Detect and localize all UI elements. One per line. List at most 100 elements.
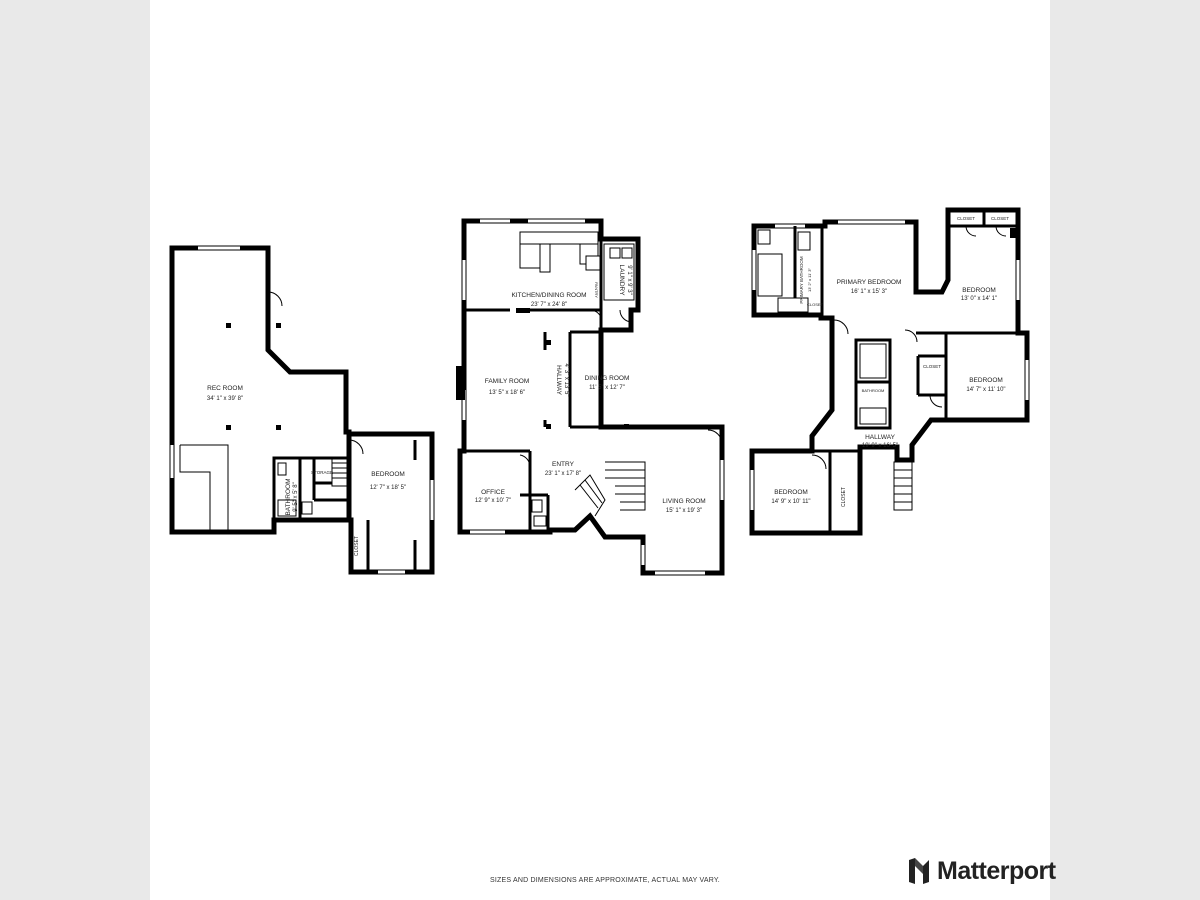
bath-walls [272, 456, 348, 520]
floor-plan-sheet [150, 0, 1050, 900]
rec-room-walls [169, 245, 352, 535]
room-label: KITCHEN/DINING ROOM [511, 292, 586, 299]
kitchen-island [519, 243, 541, 269]
column [624, 424, 629, 429]
built-in-counter [180, 444, 229, 530]
door-swing [904, 329, 918, 343]
room-label: PRIMARY BATHROOM [799, 256, 804, 304]
room-label: OFFICE [481, 489, 505, 496]
column [516, 308, 530, 313]
room-dimensions: 11' 5" x 12' 7" [589, 385, 625, 391]
room-dimensions: 13' 5" x 18' 6" [489, 390, 525, 396]
room-label: PRIMARY BEDROOM [837, 279, 902, 286]
stairs [574, 461, 646, 517]
room-label: CLOSET [354, 536, 360, 556]
washer [609, 247, 621, 259]
vanity [777, 297, 809, 313]
room-label: HALLWAY [865, 434, 896, 441]
door-swing [995, 225, 1007, 237]
room-label: LIVING ROOM [662, 498, 705, 505]
range [585, 255, 601, 271]
room-label: HALLWAY [555, 365, 562, 396]
door-swing [833, 319, 849, 335]
room-label: BATHROOM [285, 478, 292, 515]
sink [533, 515, 547, 527]
main-floor-outer-walls [457, 218, 725, 576]
room-dimensions: 14' 7" x 11' 10" [966, 387, 1005, 393]
column [226, 425, 231, 430]
room-dimensions: 14' 9" x 10' 11" [771, 499, 810, 505]
room-label: DINING ROOM [585, 375, 630, 382]
room-dimensions: 9' 5" x 5' 8" [293, 482, 299, 512]
kitchen-counter [539, 243, 551, 273]
shower [277, 499, 297, 517]
column [1010, 228, 1018, 238]
column [546, 424, 551, 429]
room-dimensions: 34' 1" x 39' 8" [207, 396, 243, 402]
stairs [893, 461, 913, 511]
door-swing [811, 454, 827, 470]
room-label: CLOSET [957, 216, 975, 221]
bathtub [859, 343, 887, 379]
built-in-counter [179, 445, 211, 530]
room-dimensions: 12' 7" x 18' 5" [370, 485, 406, 491]
room-label: CLOSET [841, 487, 847, 507]
room-label: BEDROOM [371, 471, 405, 478]
disclaimer-text: SIZES AND DIMENSIONS ARE APPROXIMATE, AC… [490, 877, 720, 884]
room-label: BEDROOM [969, 377, 1003, 384]
room-dimensions: 13' 0" x 14' 1" [961, 296, 997, 302]
room-label: CLOSET [991, 216, 1009, 221]
toilet [277, 462, 287, 476]
bathtub [757, 253, 783, 297]
upper-floor-outer-walls [749, 207, 1030, 536]
shower [757, 229, 771, 245]
room-label: CLOSET [923, 364, 941, 369]
column [276, 323, 281, 328]
door-swing [707, 429, 723, 445]
room-label: LAUNDRY [618, 265, 625, 297]
sink [301, 501, 313, 515]
main-floor-plan: KITCHEN/DINING ROOM 23' 7" x 24' 8" LAUN… [456, 218, 725, 576]
column [226, 323, 231, 328]
vanity [859, 407, 887, 425]
laundry-room [603, 243, 635, 301]
room-dimensions: 13' 2" x 11' 3" [807, 267, 812, 291]
column [546, 340, 551, 345]
room-label: PANTRY [594, 282, 599, 298]
door-swing [589, 309, 603, 323]
door-swing [519, 454, 531, 468]
room-dimensions: 19' 9" x 16' 5" [862, 443, 898, 449]
room-label: CLOSET [807, 302, 824, 307]
door-swing [929, 394, 943, 408]
door-swing [267, 291, 283, 307]
room-dimensions: 16' 1" x 15' 3" [851, 289, 887, 295]
room-dimensions: 15' 1" x 19' 3" [666, 508, 702, 514]
column [276, 425, 281, 430]
door-swing [348, 439, 364, 455]
upper-floor-plan: PRIMARY BATHROOM 13' 2" x 11' 3" PRIMARY… [749, 207, 1030, 536]
room-label: REC ROOM [207, 385, 243, 392]
door-swing [965, 225, 977, 237]
matterport-logo: Matterport [907, 855, 1056, 887]
dryer [621, 247, 633, 259]
room-label: ENTRY [552, 461, 575, 468]
room-dimensions: 23' 1" x 17' 8" [545, 471, 581, 477]
room-dimensions: 9' 1" x 9' 3" [626, 265, 632, 295]
toilet [797, 231, 811, 251]
basement-bedroom-walls [346, 431, 435, 575]
room-label: BEDROOM [774, 489, 808, 496]
room-label: BATHROOM [862, 388, 885, 393]
toilet [531, 499, 543, 513]
room-dimensions: 4' 3" x 13' 5" [563, 364, 569, 397]
room-dimensions: 23' 7" x 24' 8" [531, 302, 567, 308]
kitchen-counter [519, 231, 599, 245]
room-label: BEDROOM [962, 287, 996, 294]
room-dimensions: 12' 9" x 10' 7" [475, 498, 511, 504]
room-label: FAMILY ROOM [485, 378, 530, 385]
hall-bathroom-walls [854, 338, 892, 430]
fireplace [456, 366, 465, 400]
brand-name: Matterport [937, 856, 1056, 885]
basement-floor-plan: REC ROOM 34' 1" x 39' 8" BEDROOM 12' 7" … [169, 245, 435, 575]
stairs [331, 457, 349, 487]
door-swing [619, 309, 633, 323]
